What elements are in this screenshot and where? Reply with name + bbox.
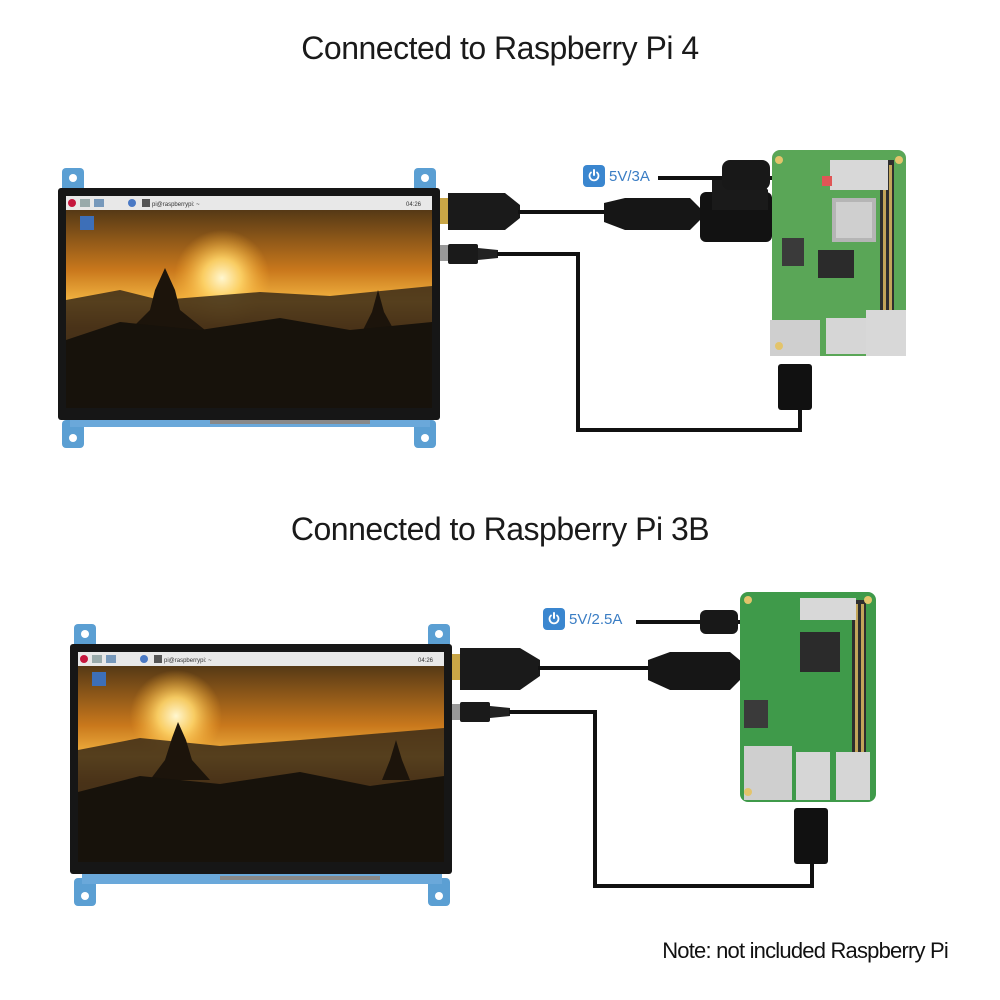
note-text: Note: not included Raspberry Pi — [662, 938, 949, 963]
title-pi3b: Connected to Raspberry Pi 3B — [290, 511, 710, 547]
title-pi4: Connected to Raspberry Pi 4 — [301, 30, 699, 66]
usb-cable-pi4 — [497, 252, 802, 432]
power-icon — [583, 165, 605, 187]
power-icon — [543, 608, 565, 630]
screen-clock: 04:26 — [406, 202, 422, 208]
display-pi3b: pi@raspberrypi: ~ 04:26 — [70, 624, 452, 906]
usb-plug-pi3b — [794, 808, 828, 864]
screen-clock: 04:26 — [418, 658, 434, 664]
terminal-prompt: pi@raspberrypi: ~ — [164, 658, 212, 664]
raspberry-pi-4-board — [770, 150, 906, 356]
usbc-plug — [722, 160, 770, 190]
power-spec-text: 5V/2.5A — [569, 610, 623, 628]
power-spec-pi4: 5V/3A — [583, 165, 650, 187]
power-spec-text: 5V/3A — [609, 167, 650, 185]
display-connectors-pi3b — [452, 648, 540, 722]
terminal-prompt: pi@raspberrypi: ~ — [152, 202, 200, 208]
usb-plug-pi4 — [778, 364, 812, 410]
micro-usb-plug — [700, 610, 738, 634]
display-connectors-pi4 — [440, 193, 520, 264]
raspberry-pi-3b-board — [740, 592, 876, 802]
hdmi-cable-pi3b — [538, 652, 752, 690]
power-spec-pi3b: 5V/2.5A — [543, 608, 622, 630]
display-pi4: pi@raspberrypi: ~ 04:26 — [58, 168, 440, 448]
usb-cable-pi3b — [509, 710, 814, 888]
